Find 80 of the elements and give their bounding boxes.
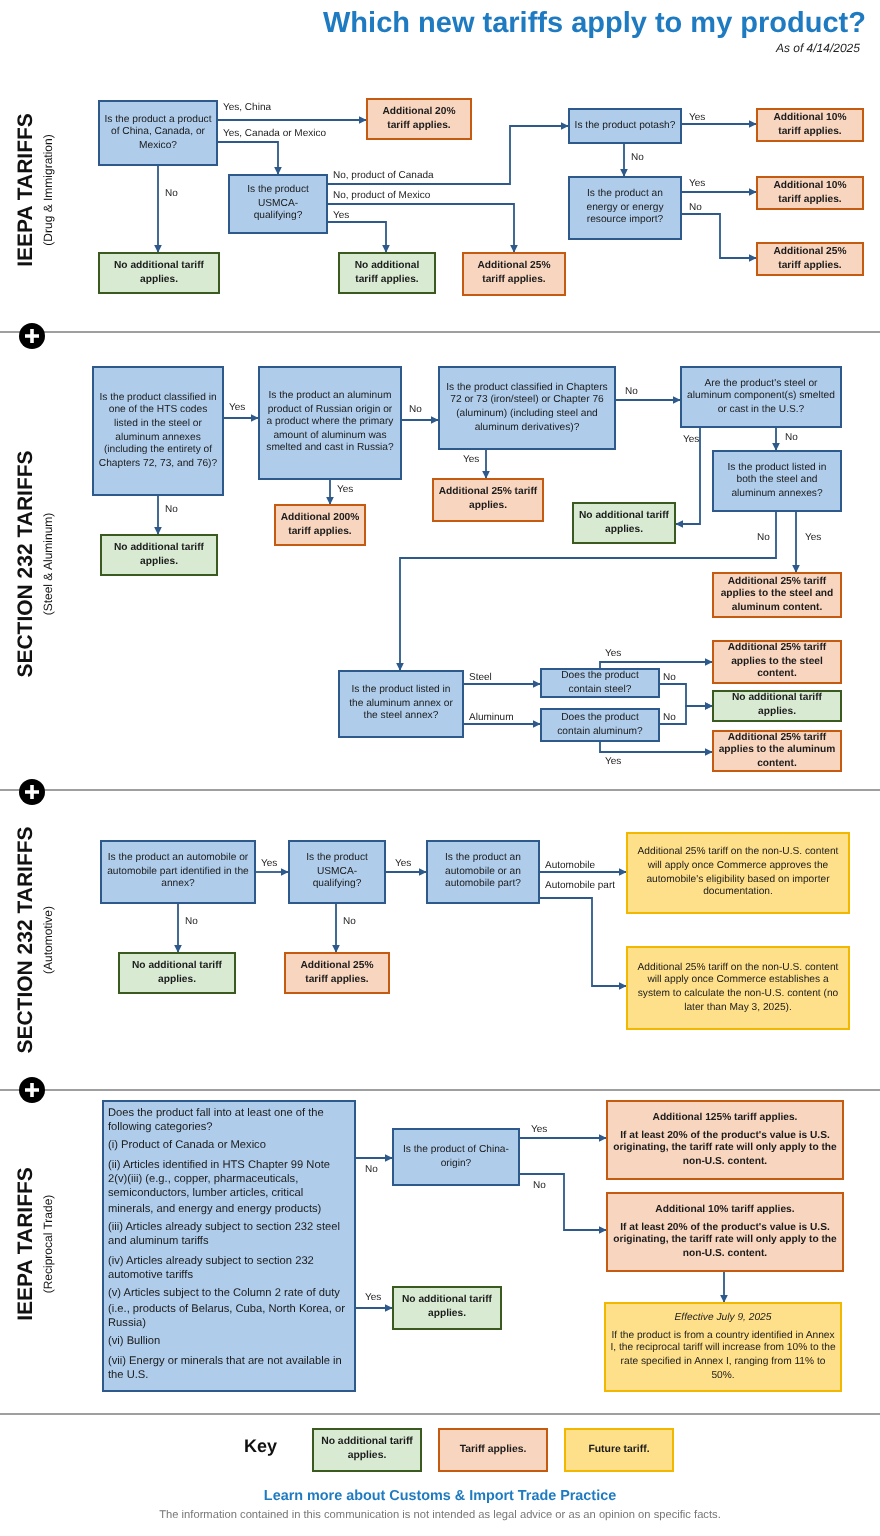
arrow	[599, 657, 713, 669]
result-box	[366, 98, 472, 140]
result-box	[712, 690, 842, 722]
arrow	[325, 479, 335, 505]
question-box	[392, 1128, 520, 1186]
question-box	[100, 840, 256, 904]
question-box	[426, 840, 540, 904]
result-box	[572, 502, 676, 544]
result-box	[604, 1302, 842, 1392]
arrow	[355, 1303, 393, 1313]
arrow	[153, 495, 163, 535]
arrow	[153, 165, 163, 253]
section-title: IEEPA TARIFFS	[14, 113, 38, 267]
arrow	[217, 141, 283, 175]
arrow	[327, 121, 569, 185]
arrow	[599, 741, 713, 757]
result-box	[118, 952, 236, 994]
arrow	[463, 679, 541, 689]
arrow	[463, 719, 541, 729]
arrow	[217, 115, 367, 125]
result-box	[432, 478, 544, 522]
legend-title: Key	[244, 1436, 278, 1456]
question-box	[438, 366, 616, 450]
arrow	[675, 427, 701, 529]
result-box	[100, 534, 218, 576]
arrow	[615, 395, 681, 405]
arrow	[719, 1271, 729, 1303]
arrow	[401, 415, 439, 425]
arrow	[385, 867, 427, 877]
result-box	[626, 832, 850, 914]
question-box	[228, 174, 328, 234]
arrow	[771, 427, 781, 451]
result-box	[756, 176, 864, 210]
result-box	[712, 640, 842, 684]
arrow	[481, 449, 491, 479]
question-box	[288, 840, 386, 904]
arrow	[681, 187, 757, 197]
arrow	[173, 903, 183, 953]
arrow	[395, 511, 777, 671]
result-box	[98, 252, 220, 294]
arrow	[355, 1153, 393, 1163]
arrow	[331, 903, 341, 953]
result-box	[606, 1100, 844, 1180]
result-box	[626, 946, 850, 1030]
question-box	[568, 176, 682, 240]
question-box	[540, 668, 660, 698]
result-box	[274, 504, 366, 546]
arrow	[539, 867, 627, 877]
arrow	[327, 203, 519, 253]
arrow	[519, 1133, 607, 1143]
result-box	[338, 252, 436, 294]
arrow	[223, 413, 259, 423]
title: Which new tariffs apply to my product?	[323, 8, 866, 40]
question-box	[540, 708, 660, 742]
question-box	[98, 100, 218, 166]
section-title: SECTION 232 TARIFFS	[14, 826, 38, 1054]
question-box	[712, 450, 842, 512]
arrow	[681, 119, 757, 129]
arrow	[791, 511, 801, 573]
arrow	[539, 897, 627, 991]
arrow	[619, 143, 629, 177]
section-title: SECTION 232 TARIFFS	[14, 450, 38, 678]
result-box	[284, 952, 390, 994]
arrow	[255, 867, 289, 877]
question-box	[92, 366, 224, 496]
question-box	[338, 670, 464, 738]
section-title: IEEPA TARIFFS	[14, 1167, 38, 1321]
question-box	[102, 1100, 356, 1392]
result-box	[606, 1192, 844, 1272]
arrow	[681, 213, 757, 263]
question-box	[568, 108, 682, 144]
arrow	[519, 1173, 607, 1235]
arrow	[327, 221, 391, 253]
question-box	[680, 366, 842, 428]
result-box	[756, 242, 864, 276]
result-box	[392, 1286, 502, 1330]
result-box	[756, 108, 864, 142]
arrow	[659, 701, 713, 725]
question-box	[258, 366, 402, 480]
result-box	[462, 252, 566, 296]
